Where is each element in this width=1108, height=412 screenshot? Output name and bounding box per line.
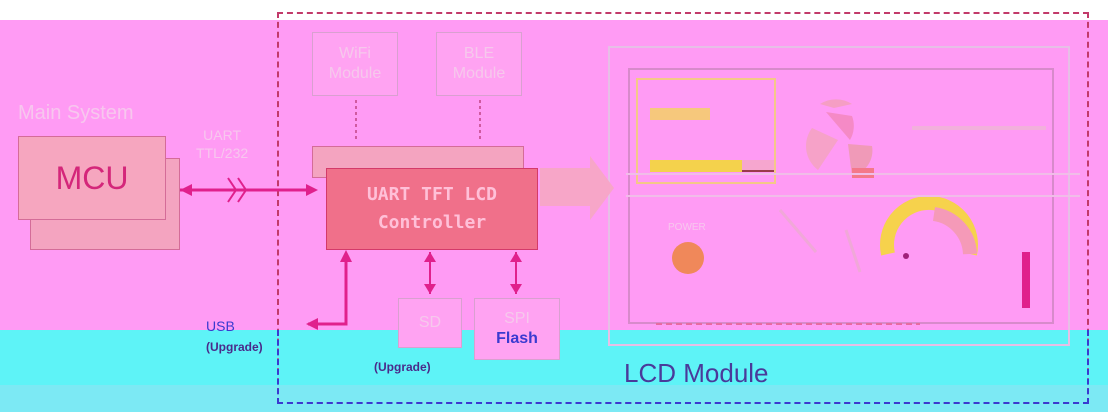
big-arrow-icon [540, 156, 614, 220]
controller-box: UART TFT LCD Controller [326, 168, 538, 250]
ble-module-line2: Module [452, 65, 506, 82]
background-strip-lower [0, 385, 1108, 412]
power-label: POWER [668, 222, 706, 233]
uart-link-arrow [180, 177, 318, 203]
gauge-icon [880, 195, 978, 259]
mcu-box: MCU [18, 136, 166, 220]
progress-bar-fill [650, 160, 742, 172]
ble-module: BLE Module [436, 32, 522, 96]
sd-upgrade-label: (Upgrade) [374, 360, 431, 374]
vertical-slider-icon [1022, 252, 1030, 308]
usb-link [306, 250, 352, 330]
sd-card-label: SD [418, 314, 442, 331]
status-bar-short [650, 108, 710, 120]
controller-line1: UART TFT LCD [366, 184, 498, 205]
usb-label: USB [206, 318, 235, 334]
background-top [0, 0, 1108, 330]
pie-chart-icon [806, 99, 874, 178]
wifi-module: WiFi Module [312, 32, 398, 96]
lcd-module-label: LCD Module [624, 358, 769, 388]
storage-links [424, 252, 522, 294]
uart-link-line2: TTL/232 [196, 145, 249, 161]
power-knob-icon [672, 242, 704, 274]
sd-card: SD [398, 298, 462, 348]
controller-line2: Controller [377, 212, 487, 233]
spi-flash: SPI Flash [474, 298, 560, 360]
lcd-module-boundary-lower [277, 330, 1089, 404]
wifi-module-line2: Module [328, 65, 382, 82]
spi-flash-line2: Flash [496, 330, 538, 347]
wireless-links [355, 100, 481, 142]
ble-module-line1: BLE [463, 45, 495, 62]
wifi-module-line1: WiFi [339, 45, 371, 62]
main-system-label: Main System [18, 102, 134, 124]
spi-flash-line1: SPI [504, 310, 530, 327]
uart-link-line1: UART [203, 127, 241, 143]
usb-upgrade-label: (Upgrade) [206, 340, 263, 354]
uart-link-label: UART TTL/232 [196, 126, 248, 162]
status-panel [636, 78, 776, 184]
screen-lines [626, 126, 1080, 325]
